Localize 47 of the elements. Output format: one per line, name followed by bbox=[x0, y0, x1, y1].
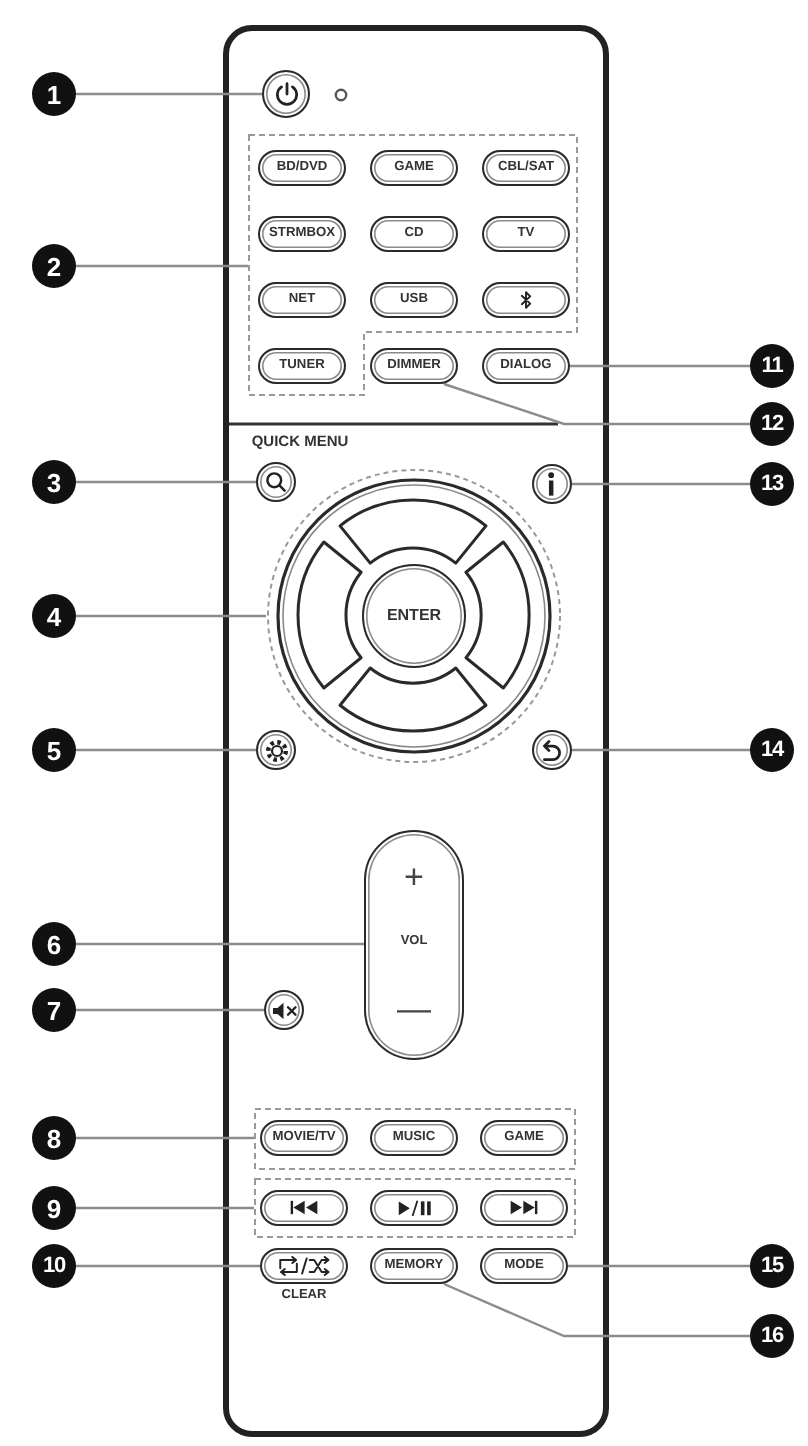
callout-number: 3 bbox=[32, 460, 76, 504]
callout-number: 7 bbox=[32, 988, 76, 1032]
leader-line bbox=[76, 480, 256, 484]
callout-number: 16 bbox=[750, 1314, 794, 1358]
cursor-ring bbox=[266, 468, 562, 764]
callout-number: 12 bbox=[750, 402, 794, 446]
bluetooth-button bbox=[482, 282, 570, 318]
callout-number: 1 bbox=[32, 72, 76, 116]
leader-line bbox=[443, 382, 750, 426]
callout-number: 4 bbox=[32, 594, 76, 638]
leader-line bbox=[570, 364, 750, 368]
cursor-key bbox=[296, 540, 364, 691]
leader-line bbox=[568, 1264, 750, 1268]
leader-line bbox=[572, 482, 750, 486]
callout-number: 6 bbox=[32, 922, 76, 966]
callout-number: 15 bbox=[750, 1244, 794, 1288]
leader-line bbox=[76, 942, 364, 946]
leader-line bbox=[76, 748, 256, 752]
leader-line bbox=[76, 92, 262, 96]
cursor-key bbox=[338, 498, 489, 566]
leader-line bbox=[76, 1264, 260, 1268]
cursor-key bbox=[464, 540, 532, 691]
callout-number: 5 bbox=[32, 728, 76, 772]
leader-line bbox=[76, 614, 266, 618]
volume-up-sign: + bbox=[404, 860, 424, 894]
leader-line bbox=[76, 1136, 254, 1140]
callout-number: 8 bbox=[32, 1116, 76, 1160]
volume-down-sign: — bbox=[397, 992, 431, 1026]
playback-button-group bbox=[254, 1178, 576, 1238]
leader-line bbox=[443, 1282, 750, 1338]
callout-number: 14 bbox=[750, 728, 794, 772]
leader-line bbox=[76, 264, 248, 268]
callout-number: 2 bbox=[32, 244, 76, 288]
repeat-button bbox=[260, 1248, 348, 1284]
leader-line bbox=[76, 1008, 264, 1012]
playback-button bbox=[260, 1190, 348, 1226]
callout-number: 13 bbox=[750, 462, 794, 506]
callout-number: 11 bbox=[750, 344, 794, 388]
leader-line bbox=[76, 1206, 254, 1210]
callout-number: 9 bbox=[32, 1186, 76, 1230]
playback-button bbox=[370, 1190, 458, 1226]
callout-number: 10 bbox=[32, 1244, 76, 1288]
volume-rocker bbox=[364, 830, 464, 1060]
playback-button bbox=[480, 1190, 568, 1226]
leader-line bbox=[572, 748, 750, 752]
cursor-key bbox=[338, 666, 489, 734]
listening-mode-group bbox=[254, 1108, 576, 1170]
